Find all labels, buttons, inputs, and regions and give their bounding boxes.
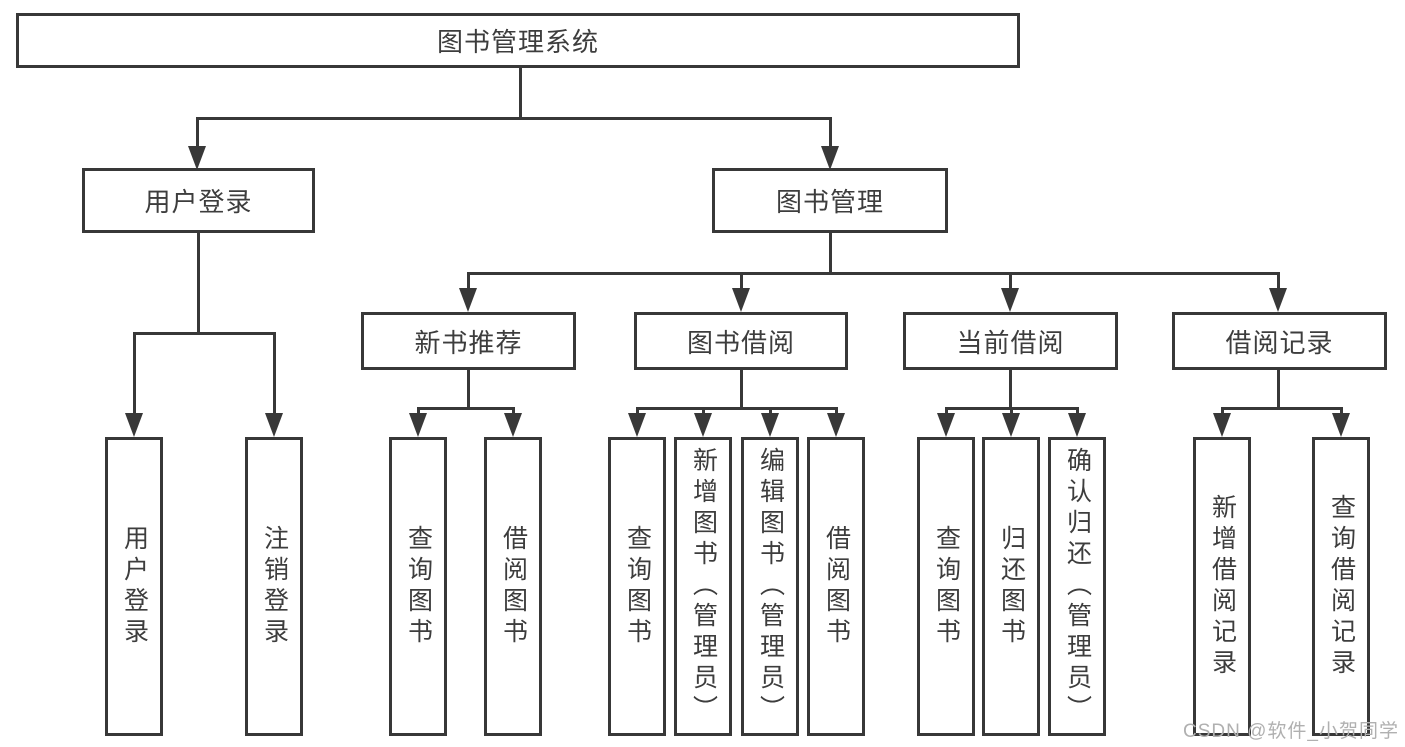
- leaf-borrow-books-recommend: 借阅图书: [484, 437, 542, 736]
- connector-line: [1220, 409, 1224, 414]
- node-borrow-records: 借阅记录: [1172, 312, 1387, 370]
- node-book-management: 图书管理: [712, 168, 948, 233]
- connector-line: [1075, 409, 1079, 414]
- leaf-query-books-current: 查询图书: [917, 437, 975, 736]
- arrowhead-icon: [504, 413, 522, 437]
- connector-line: [518, 68, 522, 118]
- leaf-query-borrow-record: 查询借阅记录: [1312, 437, 1370, 736]
- connector-line: [635, 406, 838, 410]
- arrowhead-icon: [628, 413, 646, 437]
- arrowhead-icon: [694, 413, 712, 437]
- node-current-borrow: 当前借阅: [903, 312, 1118, 370]
- connector-line: [944, 409, 948, 414]
- arrowhead-icon: [409, 413, 427, 437]
- leaf-add-borrow-record: 新增借阅记录: [1193, 437, 1251, 736]
- arrowhead-icon: [459, 288, 477, 312]
- node-book-borrow: 图书借阅: [634, 312, 848, 370]
- leaf-edit-book-admin: 编辑图书（管理员）: [741, 437, 799, 736]
- connector-line: [195, 116, 832, 120]
- arrowhead-icon: [125, 413, 143, 437]
- leaf-add-book-admin: 新增图书（管理员）: [674, 437, 732, 736]
- node-new-book-recommend: 新书推荐: [361, 312, 576, 370]
- connector-line: [1339, 409, 1343, 414]
- connector-line: [834, 409, 838, 414]
- leaf-confirm-return-admin: 确认归还（管理员）: [1048, 437, 1106, 736]
- arrowhead-icon: [821, 146, 839, 170]
- connector-line: [944, 406, 1079, 410]
- connector-line: [1008, 274, 1012, 289]
- connector-line: [416, 409, 420, 414]
- connector-line: [1009, 409, 1013, 414]
- arrowhead-icon: [761, 413, 779, 437]
- connector-line: [768, 409, 772, 414]
- connector-line: [132, 334, 136, 414]
- connector-line: [828, 118, 832, 147]
- leaf-query-books-borrow: 查询图书: [608, 437, 666, 736]
- node-library-management-system: 图书管理系统: [16, 13, 1020, 68]
- leaf-return-books: 归还图书: [982, 437, 1040, 736]
- arrowhead-icon: [937, 413, 955, 437]
- leaf-user-login: 用户登录: [105, 437, 163, 736]
- connector-line: [466, 271, 1280, 275]
- connector-line: [466, 274, 470, 289]
- leaf-logout: 注销登录: [245, 437, 303, 736]
- arrowhead-icon: [1213, 413, 1231, 437]
- connector-line: [701, 409, 705, 414]
- connector-line: [739, 274, 743, 289]
- arrowhead-icon: [1001, 288, 1019, 312]
- arrowhead-icon: [732, 288, 750, 312]
- arrowhead-icon: [1269, 288, 1287, 312]
- connector-line: [466, 370, 470, 409]
- connector-line: [196, 233, 200, 334]
- connector-line: [739, 370, 743, 409]
- arrowhead-icon: [1002, 413, 1020, 437]
- csdn-watermark: CSDN @软件_小贺同学: [1183, 721, 1399, 742]
- connector-line: [195, 118, 199, 147]
- arrowhead-icon: [188, 146, 206, 170]
- leaf-query-books-recommend: 查询图书: [389, 437, 447, 736]
- connector-line: [1008, 370, 1012, 409]
- connector-line: [1276, 370, 1280, 409]
- node-user-login: 用户登录: [82, 168, 315, 233]
- connector-line: [416, 406, 515, 410]
- connector-line: [828, 233, 832, 274]
- connector-line: [132, 331, 276, 335]
- arrowhead-icon: [265, 413, 283, 437]
- connector-line: [1220, 406, 1343, 410]
- connector-line: [635, 409, 639, 414]
- connector-line: [1276, 274, 1280, 289]
- arrowhead-icon: [1068, 413, 1086, 437]
- arrowhead-icon: [1332, 413, 1350, 437]
- leaf-borrow-books-borrow: 借阅图书: [807, 437, 865, 736]
- connector-line: [272, 334, 276, 414]
- arrowhead-icon: [827, 413, 845, 437]
- connector-line: [511, 409, 515, 414]
